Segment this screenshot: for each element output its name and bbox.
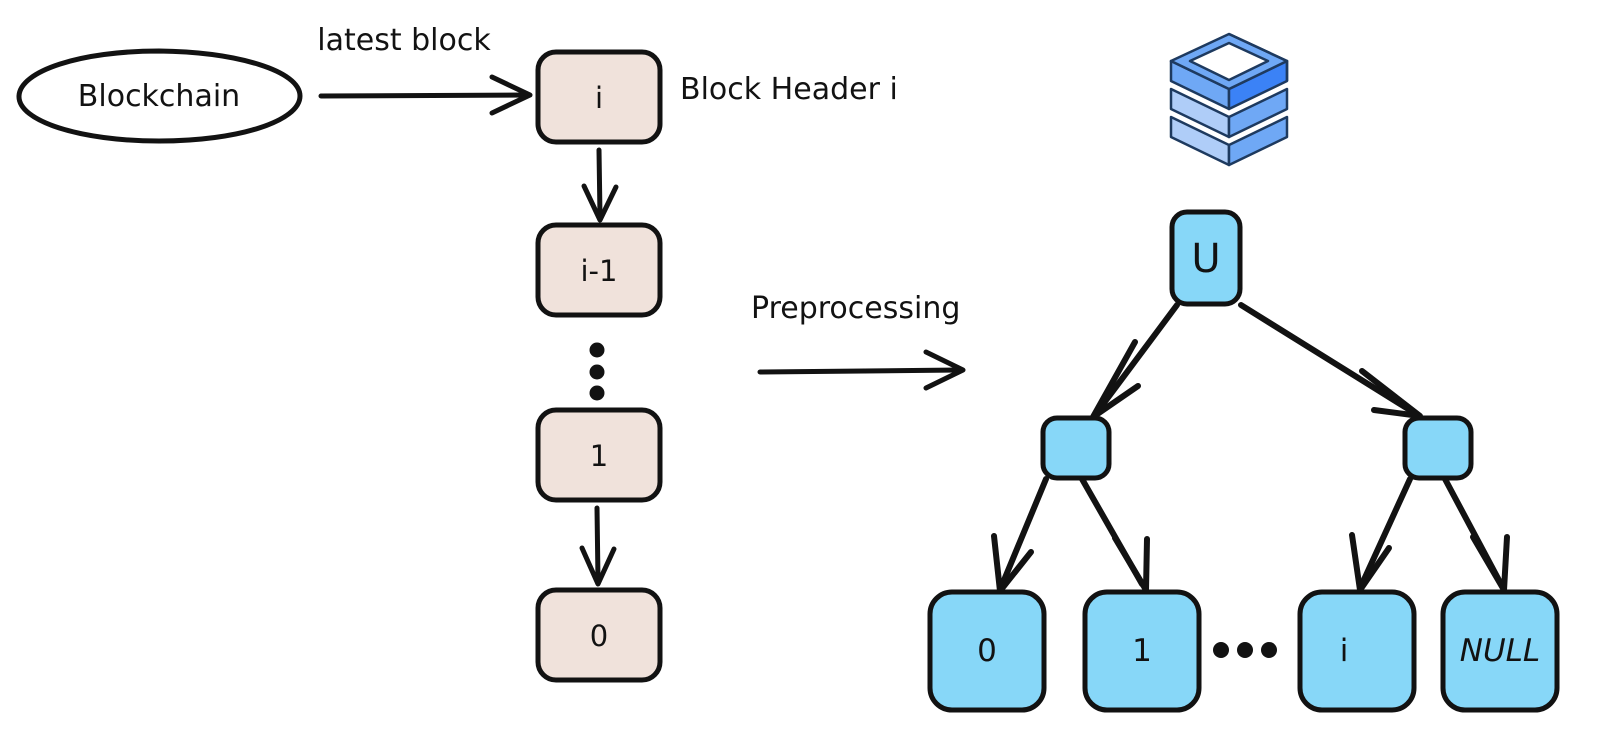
- chain-block-label: i-1: [581, 254, 618, 288]
- chain-block-label: 0: [590, 619, 608, 653]
- tree-leaf-node-1[interactable]: 1: [1082, 589, 1202, 713]
- preprocessing-label: Preprocessing: [751, 291, 960, 326]
- arrow-left-child-to-leaf-1: [1079, 476, 1150, 593]
- tree-node-shape: [1169, 209, 1243, 307]
- arrow-right-child-to-leaf-i: [1349, 476, 1413, 593]
- tree-leaf-label: NULL: [1460, 633, 1540, 669]
- arrow-right-child-to-leaf-null: [1442, 476, 1510, 593]
- tree-internal-node-left[interactable]: [1040, 415, 1112, 481]
- tree-node-shape: [1402, 415, 1474, 481]
- tree-node-shape: [1440, 589, 1560, 713]
- tree-node-shape: [1297, 589, 1417, 713]
- tree-leaf-node-0[interactable]: 0: [927, 589, 1047, 713]
- stacked-layers-icon: [1169, 32, 1289, 167]
- arrow-block-i-to-i-minus-1: [581, 147, 619, 223]
- chain-block-0[interactable]: 0: [535, 587, 663, 683]
- blockchain-ellipse-shape: [16, 48, 303, 144]
- tree-internal-node-right[interactable]: [1402, 415, 1474, 481]
- tree-leaf-node-null[interactable]: NULL: [1440, 589, 1560, 713]
- tree-leaf-label: 1: [1132, 633, 1152, 669]
- chain-block-label: 1: [590, 439, 608, 473]
- chain-block-shape: [535, 49, 663, 145]
- blockchain-label: Blockchain: [78, 79, 240, 114]
- arrow-preprocessing: [757, 349, 966, 391]
- chain-block-i-minus-1[interactable]: i-1: [535, 222, 663, 318]
- arrow-root-to-right-child: [1238, 302, 1423, 419]
- arrow-left-child-to-leaf-0: [991, 476, 1049, 594]
- chain-block-1[interactable]: 1: [535, 407, 663, 503]
- tree-leaf-label: 0: [977, 633, 997, 669]
- chain-block-shape: [535, 587, 663, 683]
- latest-block-label: latest block: [317, 23, 491, 58]
- arrow-blockchain-to-block-i: [318, 74, 533, 116]
- chain-block-shape: [535, 222, 663, 318]
- tree-leaf-label: i: [1340, 633, 1349, 669]
- block-header-label: Block Header i: [680, 72, 898, 107]
- arrow-root-to-left-child: [1090, 302, 1180, 420]
- chain-block-shape: [535, 407, 663, 503]
- blockchain-ellipse-group[interactable]: Blockchain: [16, 48, 303, 144]
- chain-vertical-ellipsis: [589, 342, 605, 401]
- tree-root-node[interactable]: U: [1169, 209, 1243, 307]
- chain-block-label: i: [595, 81, 603, 115]
- tree-node-shape: [927, 589, 1047, 713]
- tree-root-label: U: [1191, 236, 1220, 282]
- tree-leaf-node-i[interactable]: i: [1297, 589, 1417, 713]
- tree-leaf-horizontal-ellipsis: [1213, 642, 1277, 658]
- chain-block-i[interactable]: i: [535, 49, 663, 145]
- tree-node-shape: [1040, 415, 1112, 481]
- tree-node-shape: [1082, 589, 1202, 713]
- arrow-block-1-to-block-0: [579, 505, 617, 587]
